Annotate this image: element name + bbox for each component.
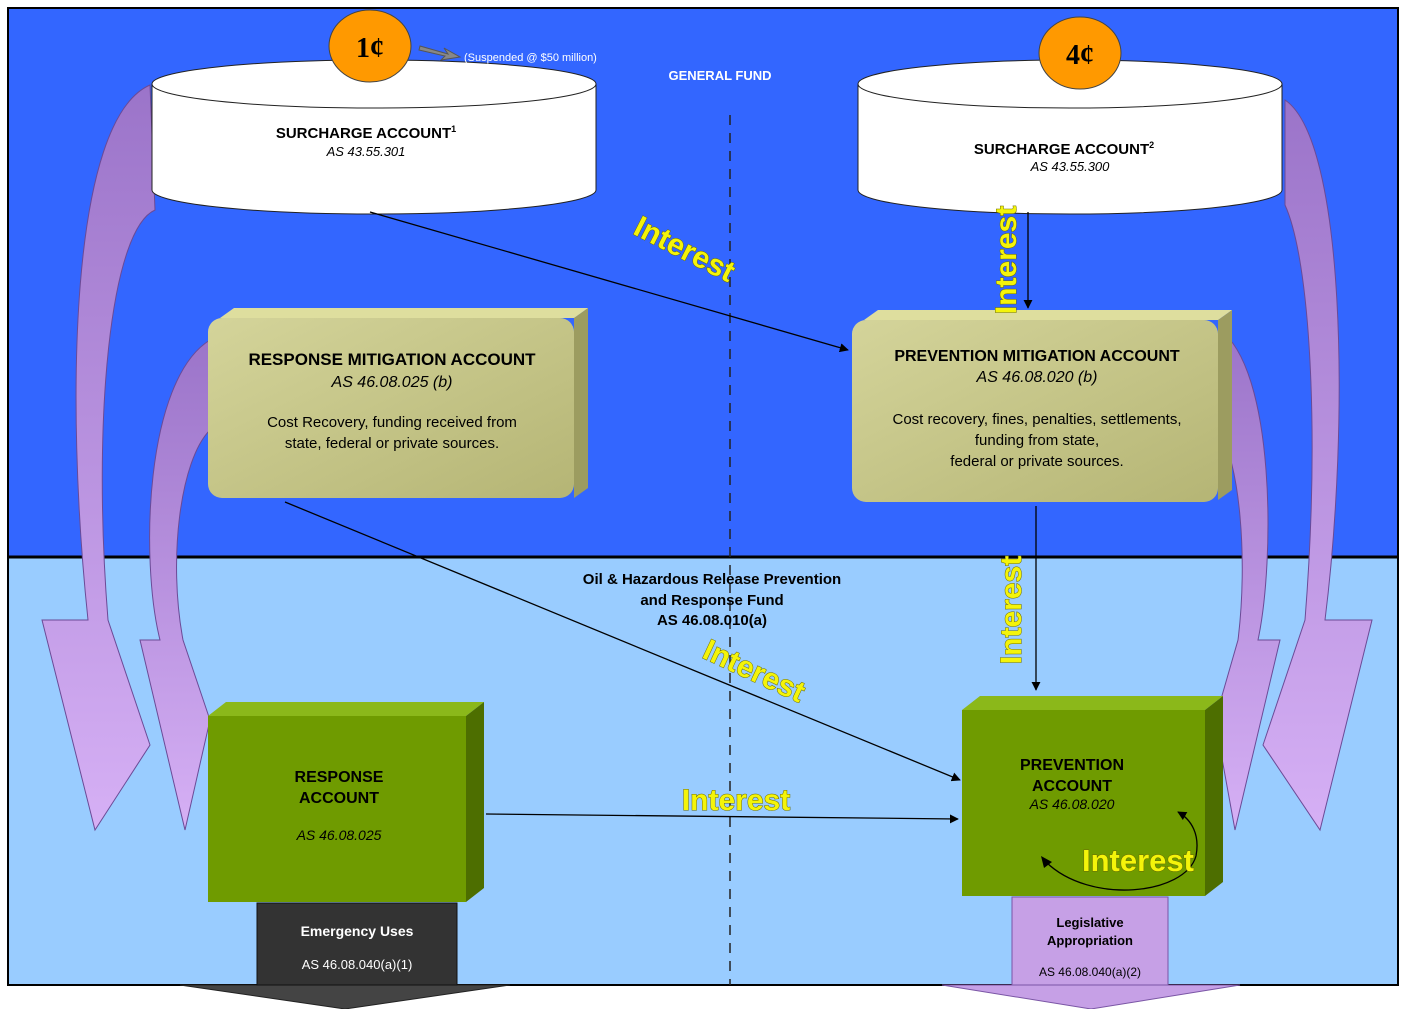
- surcharge-left-footnote: 1: [451, 124, 456, 134]
- interest-label-surcharge-right: Interest: [990, 206, 1023, 314]
- interest-label-response-account: Interest: [682, 784, 790, 817]
- flow-arrow-surcharge-to-prevention-mitigation: [369, 211, 849, 353]
- general-fund-label: GENERAL FUND: [668, 68, 771, 83]
- surcharge-right-footnote: 2: [1149, 140, 1154, 150]
- self-interest-arrowhead-start: [1041, 856, 1052, 868]
- response-mitigation-box: [208, 308, 588, 498]
- suspended-note: (Suspended @ $50 million): [464, 52, 597, 64]
- prevention-mitigation-box: [852, 310, 1232, 502]
- suspended-pointer-arrow: [418, 45, 462, 61]
- emergency-uses-box: [256, 902, 458, 986]
- flow-arrow-prevention-self-interest: [1045, 811, 1198, 891]
- surcharge-left-title: SURCHARGE ACCOUNT1: [276, 124, 456, 142]
- prevention-mitigation-title: PREVENTION MITIGATION ACCOUNT: [894, 348, 1180, 365]
- prevention-account-title-1: PREVENTION: [1020, 757, 1124, 774]
- prevention-mitigation-statute: AS 46.08.020 (b): [976, 369, 1098, 386]
- legislative-statute: AS 46.08.040(a)(2): [1039, 965, 1141, 979]
- emergency-uses-statute: AS 46.08.040(a)(1): [302, 957, 413, 972]
- response-account-title-2: ACCOUNT: [299, 790, 379, 807]
- legislative-title-2: Appropriation: [1047, 933, 1133, 948]
- response-account-title-1: RESPONSE: [295, 769, 384, 786]
- coin-1-cent: [328, 9, 412, 83]
- prevention-account-box: [962, 696, 1223, 896]
- coin-4-label: 4¢: [1066, 40, 1094, 71]
- response-mitigation-desc-2: state, federal or private sources.: [285, 435, 499, 452]
- right-outer-purple-arrow: [1262, 99, 1373, 832]
- response-mitigation-title: RESPONSE MITIGATION ACCOUNT: [248, 350, 536, 369]
- left-inner-purple-arrow: [139, 339, 211, 831]
- interest-label-prevention-mitigation: Interest: [995, 556, 1028, 664]
- legislative-down-arrow: [941, 984, 1241, 1009]
- surcharge-right-statute: AS 43.55.300: [1030, 159, 1111, 174]
- legislative-appropriation-box: [1011, 896, 1169, 986]
- emergency-uses-title: Emergency Uses: [301, 923, 414, 939]
- coin-4-cent: [1038, 16, 1122, 90]
- emergency-down-arrow: [179, 984, 511, 1009]
- response-mitigation-statute: AS 46.08.025 (b): [331, 374, 453, 391]
- coin-1-label: 1¢: [356, 33, 384, 64]
- surcharge-right-title: SURCHARGE ACCOUNT2: [974, 140, 1154, 158]
- prevention-mitigation-desc-1: Cost recovery, fines, penalties, settlem…: [892, 411, 1181, 428]
- surcharge-account-left: [151, 59, 597, 215]
- surcharge-left-statute: AS 43.55.301: [326, 144, 406, 159]
- fund-title-line-3: AS 46.08.010(a): [657, 612, 767, 629]
- response-account-box: [208, 702, 484, 902]
- fund-title-line-2: and Response Fund: [640, 592, 783, 609]
- fund-title-line-1: Oil & Hazardous Release Prevention: [583, 571, 841, 588]
- flow-arrow-response-mitigation-to-prevention: [284, 501, 961, 782]
- interest-label-prevention-self: Interest: [1082, 843, 1194, 878]
- prevention-account-statute: AS 46.08.020: [1029, 796, 1115, 812]
- legislative-title-1: Legislative: [1056, 915, 1123, 930]
- left-outer-purple-arrow: [41, 84, 156, 832]
- response-account-statute: AS 46.08.025: [296, 827, 382, 843]
- response-mitigation-desc-1: Cost Recovery, funding received from: [267, 414, 517, 431]
- prevention-account-title-2: ACCOUNT: [1032, 778, 1112, 795]
- prevention-mitigation-desc-2: funding from state,: [975, 432, 1099, 449]
- flow-arrow-response-to-prevention: [485, 813, 959, 824]
- prevention-mitigation-desc-3: federal or private sources.: [950, 453, 1123, 470]
